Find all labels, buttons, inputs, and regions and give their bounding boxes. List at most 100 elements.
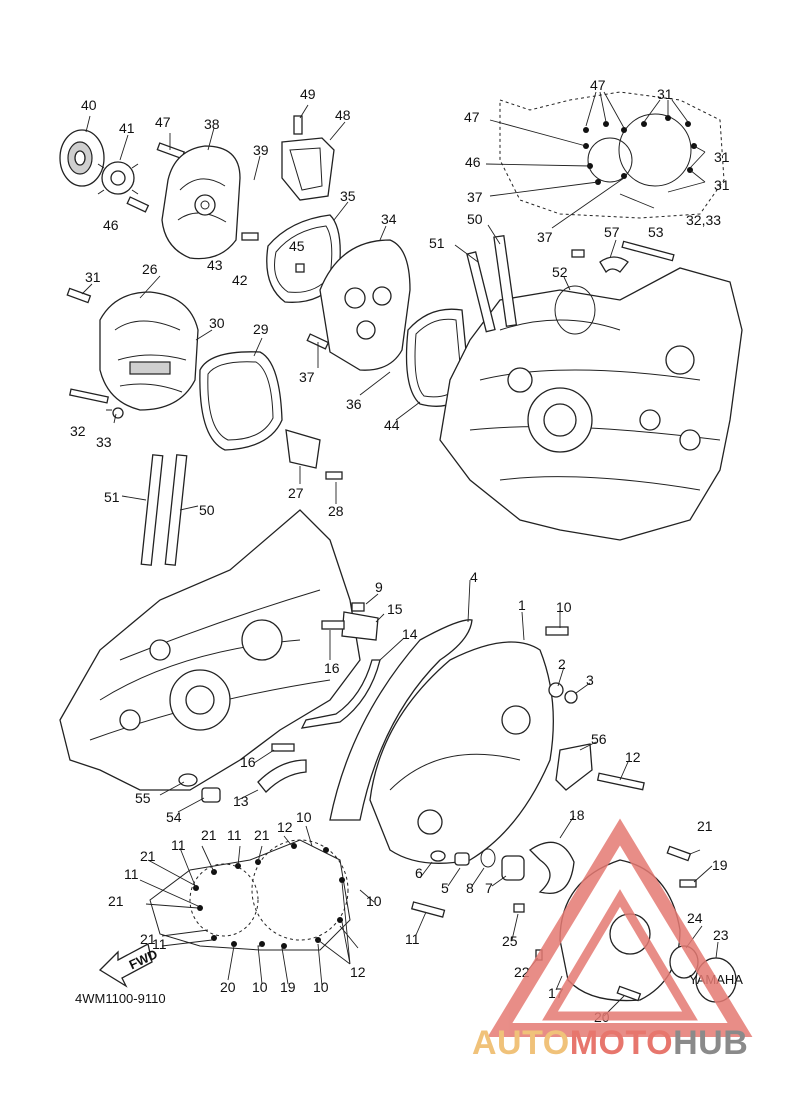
o-ring-52 — [554, 285, 596, 335]
callout-34: 34 — [381, 211, 397, 227]
callout-41: 41 — [119, 120, 135, 136]
callout-4: 4 — [470, 569, 478, 585]
plate-15 — [341, 611, 379, 641]
watermark-auto: AUTO — [472, 1024, 570, 1062]
callout-11-d: 11 — [152, 936, 167, 952]
callout-15: 15 — [387, 601, 403, 617]
callout-8: 8 — [466, 880, 474, 896]
callout-53: 53 — [648, 224, 664, 240]
callout-47-left: 47 — [464, 109, 480, 125]
callout-28: 28 — [328, 503, 344, 519]
callout-44: 44 — [384, 417, 400, 433]
callout-31-left: 31 — [85, 269, 101, 285]
bolt-46-upper — [126, 196, 150, 213]
plug-5 — [454, 852, 470, 866]
bolt-37-mid — [306, 333, 330, 350]
callout-21-e: 21 — [140, 931, 156, 947]
cover-26 — [99, 291, 199, 411]
callout-19-lower: 19 — [280, 979, 296, 995]
callout-50-lower: 50 — [199, 502, 215, 518]
bolt-49 — [293, 115, 303, 135]
callout-39: 39 — [253, 142, 269, 158]
stud-50-lower — [164, 454, 188, 566]
bolt-25 — [513, 903, 525, 913]
bolt-16-upper — [321, 620, 345, 630]
o-ring-8 — [480, 848, 496, 868]
callout-35: 35 — [340, 188, 356, 204]
callout-11-b: 11 — [171, 837, 186, 853]
watermark-triangle-inner — [542, 889, 698, 1021]
callout-48: 48 — [335, 107, 351, 123]
callout-55: 55 — [135, 790, 151, 806]
callout-30: 30 — [209, 315, 225, 331]
diagram-code: 4WM1100-9110 — [75, 991, 166, 1006]
bolt-42 — [241, 232, 259, 241]
callout-5: 5 — [441, 880, 449, 896]
callout-11-c: 11 — [124, 866, 139, 882]
cover-34 — [319, 239, 411, 371]
guide-18 — [528, 841, 575, 894]
callout-54: 54 — [166, 809, 182, 825]
callout-47: 47 — [155, 114, 171, 130]
gasket-4 — [329, 619, 473, 821]
washer-55 — [178, 773, 198, 787]
callout-25: 25 — [502, 933, 518, 949]
callout-21-d: 21 — [108, 893, 124, 909]
callout-20-lower: 20 — [220, 979, 236, 995]
callout-24: 24 — [687, 910, 703, 926]
watermark-triangle-outer — [487, 818, 753, 1037]
callout-10-bottom-a: 10 — [252, 979, 268, 995]
callout-21-right: 21 — [697, 818, 713, 834]
crankcase-right-half — [439, 267, 743, 541]
dowel-pin-57 — [599, 256, 629, 274]
bolt-11-mid — [410, 901, 446, 918]
crankcase-left-half — [59, 509, 361, 791]
plug-54 — [201, 787, 221, 803]
watermark-moto: MOTO — [570, 1024, 673, 1062]
callout-16-upper: 16 — [324, 660, 340, 676]
callout-21-b: 21 — [254, 827, 270, 843]
bolt-31-left — [66, 287, 92, 304]
callout-13: 13 — [233, 793, 249, 809]
callout-7: 7 — [485, 880, 493, 896]
dowel-9 — [351, 602, 365, 612]
callout-37-top: 37 — [467, 189, 483, 205]
callout-9: 9 — [375, 579, 383, 595]
callout-56: 56 — [591, 731, 607, 747]
callout-6: 6 — [415, 865, 423, 881]
gasket-29 — [199, 351, 283, 451]
callout-33: 33 — [96, 434, 112, 450]
callout-2: 2 — [558, 656, 566, 672]
seal-2 — [548, 682, 564, 698]
callout-3: 3 — [586, 672, 594, 688]
callouts: 40 41 47 38 39 49 48 46 43 42 45 35 34 4… — [70, 77, 730, 1025]
callout-51-top: 51 — [429, 235, 445, 251]
callout-19-right: 19 — [712, 857, 728, 873]
callout-1: 1 — [518, 597, 526, 613]
callout-32: 32 — [70, 423, 86, 439]
callout-16-lower: 16 — [240, 754, 256, 770]
callout-21-a: 21 — [201, 827, 217, 843]
callout-37-mid: 37 — [299, 369, 315, 385]
callout-36: 36 — [346, 396, 362, 412]
callout-46-right: 46 — [465, 154, 481, 170]
rotor-40 — [59, 129, 105, 187]
bolt-53 — [621, 240, 675, 262]
callout-43: 43 — [207, 257, 223, 273]
crankcase-cover-1 — [369, 641, 554, 864]
callout-45: 45 — [289, 238, 305, 254]
stud-51-lower — [140, 454, 164, 566]
stud-51-upper — [466, 251, 496, 333]
callout-42: 42 — [232, 272, 248, 288]
callout-12-bottom: 12 — [350, 964, 366, 980]
callout-14: 14 — [402, 626, 418, 642]
callout-49: 49 — [300, 86, 316, 102]
callout-11-a: 11 — [227, 827, 242, 843]
callout-26: 26 — [142, 261, 158, 277]
callout-37-right: 37 — [537, 229, 553, 245]
callout-18: 18 — [569, 807, 585, 823]
callout-46: 46 — [103, 217, 119, 233]
callout-27: 27 — [288, 485, 304, 501]
plate-27 — [285, 429, 321, 469]
bolt-12 — [596, 772, 645, 791]
